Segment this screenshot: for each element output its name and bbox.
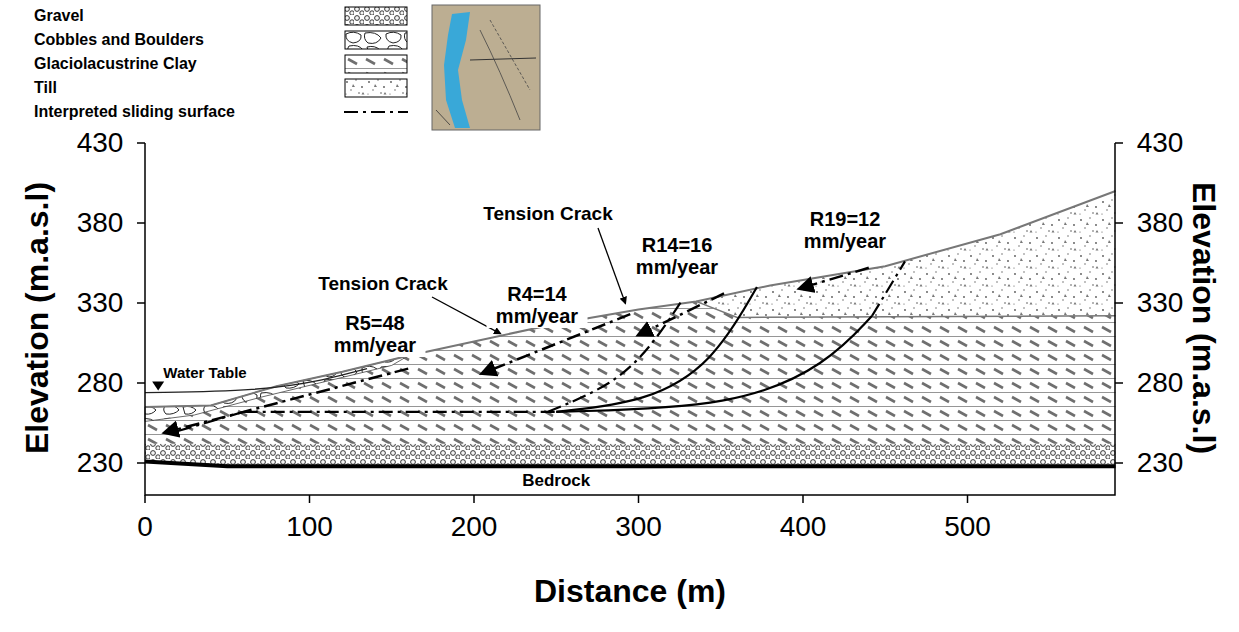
legend-swatch <box>344 6 408 26</box>
legend-text: Glaciolacustrine Clay <box>34 52 197 76</box>
x-tick-label: 500 <box>944 512 991 543</box>
legend-text: Till <box>34 76 57 100</box>
bedrock-line <box>145 461 1116 466</box>
legend-swatch <box>344 102 408 122</box>
water-table-label: Water Table <box>163 365 246 382</box>
x-tick-label: 0 <box>137 512 153 543</box>
sliding-surface <box>244 411 557 413</box>
y-tick-label: 230 <box>77 448 124 479</box>
y-tick-label: 230 <box>1137 448 1184 479</box>
axes <box>137 143 1123 503</box>
y-tick-label: 430 <box>77 128 124 159</box>
rate-label: R5=48 mm/year <box>325 311 426 357</box>
y-tick-label: 330 <box>77 288 124 319</box>
axis-title: Elevation (m.a.s.l) <box>1185 182 1220 454</box>
movement-arrow <box>639 293 725 335</box>
till-layer <box>696 191 1115 317</box>
y-tick-label: 330 <box>1137 288 1184 319</box>
y-tick-label: 380 <box>77 208 124 239</box>
water-table-symbol <box>152 382 164 391</box>
x-tick-label: 200 <box>451 512 498 543</box>
legend-swatch <box>344 30 408 50</box>
y-tick-label: 280 <box>77 368 124 399</box>
sliding-surface <box>872 261 905 315</box>
legend-swatch <box>344 78 408 98</box>
x-tick-label: 100 <box>286 512 333 543</box>
clay-layer <box>145 301 1116 443</box>
legend-entry: Interpreted sliding surface <box>34 100 414 124</box>
tension-crack-label: Tension Crack <box>315 273 451 296</box>
ground-surface <box>145 191 1116 407</box>
location-map <box>432 5 540 130</box>
legend-entry: Cobbles and Boulders <box>34 28 414 52</box>
axis-title: Distance (m) <box>534 574 726 609</box>
sliding-surface <box>556 316 872 412</box>
movement-arrow <box>800 268 869 289</box>
legend-entry: Glaciolacustrine Clay <box>34 52 414 76</box>
y-tick-label: 430 <box>1137 128 1184 159</box>
sliding-surface <box>178 412 244 431</box>
rate-label: R14=16 mm/year <box>624 233 730 279</box>
legend-entry: Till <box>34 76 414 100</box>
leader-line <box>598 228 625 303</box>
layer-boundary <box>696 301 1115 317</box>
legend-entry: Gravel <box>34 4 414 28</box>
rate-label: R19=12 mm/year <box>792 207 898 253</box>
x-tick-label: 400 <box>780 512 827 543</box>
gravel-layer <box>145 444 1116 466</box>
rate-label: R4=14 mm/year <box>487 282 588 328</box>
tension-crack-label: Tension Crack <box>480 203 616 226</box>
legend-text: Cobbles and Boulders <box>34 28 204 52</box>
bedrock-label: Bedrock <box>522 472 590 491</box>
y-tick-label: 380 <box>1137 208 1184 239</box>
axis-title: Elevation (m.a.s.l) <box>20 182 55 454</box>
x-tick-label: 300 <box>615 512 662 543</box>
legend-text: Gravel <box>34 4 84 28</box>
legend-swatch <box>344 54 408 74</box>
y-tick-label: 280 <box>1137 368 1184 399</box>
legend-text: Interpreted sliding surface <box>34 100 235 124</box>
